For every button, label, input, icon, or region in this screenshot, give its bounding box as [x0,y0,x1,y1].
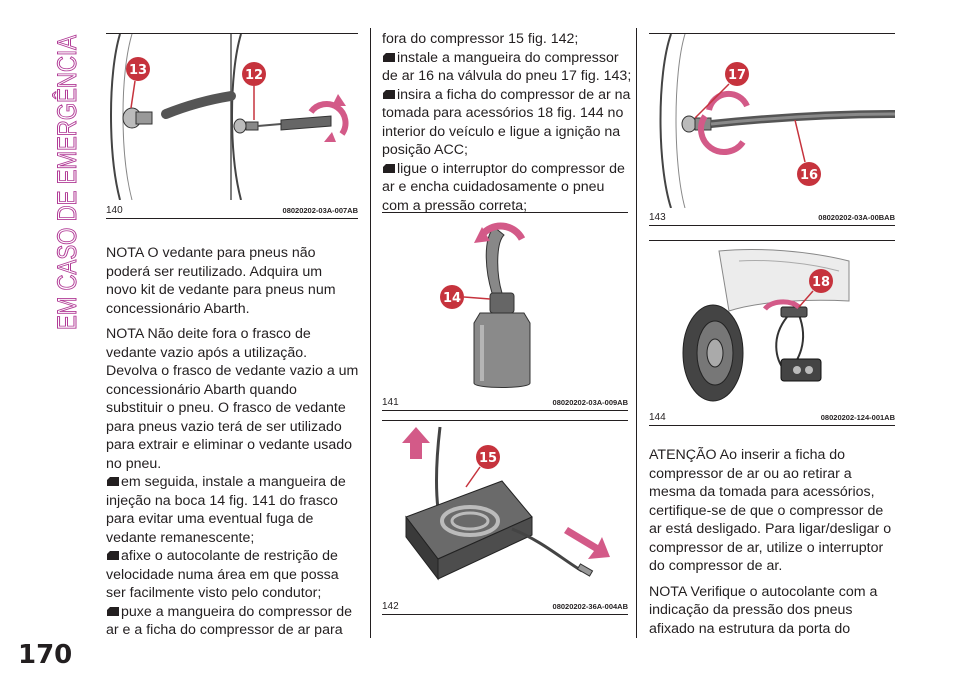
step-bullet-icon [382,52,396,63]
callout-17: 17 [728,68,746,83]
figure-number: 144 [649,412,666,423]
text-line: para extrair e eliminar o vedante usado [106,437,353,453]
section-title: EM CASO DE EMERGÊNCIA [36,30,86,331]
text-line: NOTA Não deite fora o frasco de [106,326,311,342]
step-bullet-icon [382,89,396,100]
text-line: poderá ser reutilizado. Adquira um [106,263,323,280]
text-line: vedante remanescente; [106,529,255,546]
text-line: indicação da pressão dos pneus [649,602,853,618]
step-bullet-icon [382,163,396,174]
text-line: instale a mangueira do compressor [397,49,619,66]
figure-142: 15 142 08020202-36A-004AB [382,420,628,615]
power-outlet-illustration: 18 [682,248,850,402]
text-line: ser facilmente visto pelo condutor; [106,585,322,601]
text-line: para evitar uma eventual fuga de [106,511,314,527]
step-item: afixe o autocolante de restrição de velo… [106,547,368,603]
column-divider [370,28,371,638]
text-line: para pneus vazio terá de ser utilizado [106,418,342,435]
step-item: insira a ficha do compressor de ar na to… [382,86,634,160]
text-line: do compressor de ar. [649,558,783,574]
callout-18: 18 [812,275,830,290]
text-line: vedante vazio após a utilização. [106,344,308,361]
text-line: em seguida, instale a mangueira de [121,474,346,490]
text-line: compressor de ar, utilize o interruptor [649,539,884,556]
text-line: de ar 16 na válvula do pneu 17 fig. 143; [382,68,632,84]
figure-caption: 143 08020202-03A-00BAB [649,209,895,226]
text-line: compressor de ar ou ao retirar a [649,465,852,482]
text-line: insira a ficha do compressor de ar na [397,86,631,103]
section-title-text: EM CASO DE EMERGÊNCIA [51,35,82,330]
text-line: concessionário Abarth. [106,300,250,317]
text-line: com a pressão correta; [382,197,528,214]
column-divider [636,28,637,638]
step-item: ligue o interruptor do compressor de ar … [382,160,634,216]
step-bullet-icon [106,606,120,617]
callout-15: 15 [479,451,497,466]
figure-144: 18 144 08020202-124-001AB [649,240,895,426]
text-line: ar está desligado. Para ligar/desligar o [649,521,892,537]
column-1-text: NOTA O vedante para pneus não poderá ser… [106,244,368,640]
text-line: ligue o interruptor do compressor de [397,160,625,177]
callout-12: 12 [245,68,263,83]
step-bullet-icon [106,550,120,561]
text-line: concessionário Abarth quando [106,381,297,398]
figure-number: 142 [382,601,399,612]
text-line: Devolva o frasco de vedante vazio a um [106,363,359,379]
text-line: afixe o autocolante de restrição de [121,548,338,564]
warning-paragraph: ATENÇÃO Ao inserir a ficha do compressor… [649,446,899,576]
text-line: fora do compressor 15 fig. 142; [382,31,579,47]
figure-code: 08020202-03A-009AB [552,398,628,407]
text-line: velocidade numa área em que possa [106,566,339,583]
valve-connection-illustration: 17 16 [659,34,895,208]
note-paragraph: NOTA Verifique o autocolante com a indic… [649,583,899,639]
note-paragraph: NOTA O vedante para pneus não poderá ser… [106,244,368,318]
figure-caption: 144 08020202-124-001AB [649,409,895,426]
figure-code: 08020202-36A-004AB [552,602,628,611]
column-2-text: fora do compressor 15 fig. 142; instale … [382,30,634,215]
callout-13: 13 [129,63,147,78]
figure-141: 14 141 08020202-03A-009AB [382,212,628,411]
text-line: NOTA Verifique o autocolante com a [649,583,878,600]
figure-code: 08020202-03A-00BAB [818,213,895,222]
text-line: ATENÇÃO Ao inserir a ficha do [649,447,846,463]
text-line: NOTA O vedante para pneus não [106,245,316,261]
text-line: mesma da tomada para acessórios, [649,484,875,500]
text-line: injeção na boca 14 fig. 141 do frasco [106,492,338,509]
text-line: interior do veículo e ligue a ignição na [382,123,621,140]
text-line: ar e encha cuidadosamente o pneu [382,179,605,195]
text-line: posição ACC; [382,142,468,158]
compressor-illustration: 15 [402,426,610,581]
step-item: instale a mangueira do compressor de ar … [382,49,634,86]
page-number: 170 [18,640,73,670]
column-3-text: ATENÇÃO Ao inserir a ficha do compressor… [649,446,899,645]
figure-code: 08020202-124-001AB [820,413,895,422]
figure-code: 08020202-03A-007AB [282,206,358,215]
figure-number: 143 [649,212,666,223]
text-line: novo kit de vedante para pneus num [106,282,336,298]
callout-16: 16 [800,168,818,183]
text-line: tomada para acessórios 18 fig. 144 no [382,105,624,121]
figure-140: 12 13 140 08020202-03A-007AB [106,33,358,219]
figure-number: 140 [106,205,123,216]
text-line: certifique-se de que o compressor de [649,502,884,519]
text-line: no pneu. [106,455,162,472]
sealant-bottle-illustration: 14 [440,222,531,388]
text-line: puxe a mangueira do compressor de [121,603,353,620]
callout-14: 14 [443,291,461,306]
text-line: afixado na estrutura da porta do [649,620,851,637]
figure-caption: 142 08020202-36A-004AB [382,598,628,615]
step-bullet-icon [106,476,120,487]
text-line: ar e a ficha do compressor de ar para [106,622,343,638]
text-line: substituir o pneu. O frasco de vedante [106,400,346,416]
figure-number: 141 [382,397,399,408]
figure-caption: 140 08020202-03A-007AB [106,202,358,219]
figure-caption: 141 08020202-03A-009AB [382,394,628,411]
tire-valve-illustration: 12 13 [110,34,349,200]
step-item: puxe a mangueira do compressor de ar e a… [106,603,368,640]
note-paragraph: NOTA Não deite fora o frasco de vedante … [106,325,368,473]
figure-143: 17 16 143 08020202-03A-00BAB [649,33,895,226]
step-item: em seguida, instale a mangueira de injeç… [106,473,368,547]
